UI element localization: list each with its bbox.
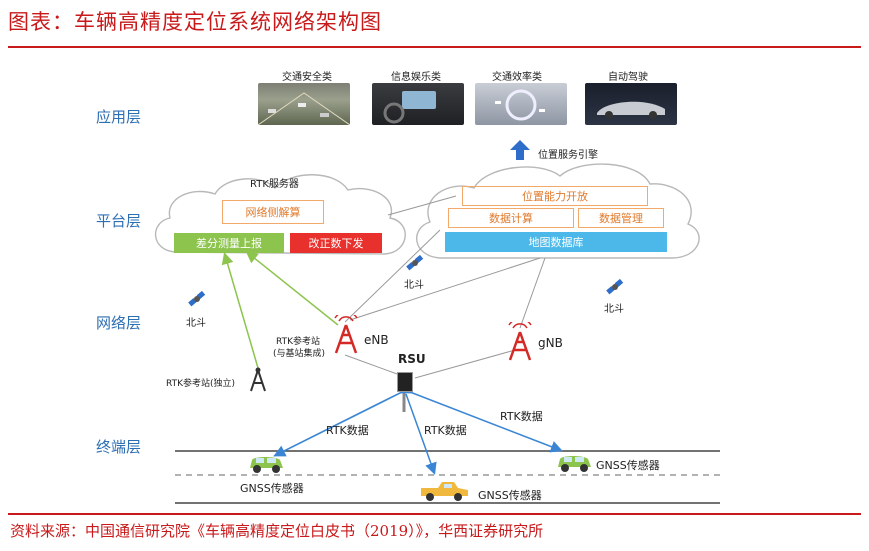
rtk-data-label-right: RTK数据 [500, 410, 543, 423]
traffic-safety-photo [258, 83, 350, 125]
app-label-autonomous-driving: 自动驾驶 [608, 72, 648, 83]
rtk-standalone-tower-icon [250, 367, 266, 392]
gnb-label: gNB [538, 336, 563, 350]
app-label-traffic-safety: 交通安全类 [282, 72, 332, 83]
pickup-truck-icon [421, 482, 468, 501]
figure-title: 图表：车辆高精度定位系统网络架构图 [8, 10, 382, 34]
autonomous-driving-photo [585, 83, 677, 125]
footer-rule [8, 513, 861, 515]
map-database-box: 地图数据库 [445, 232, 667, 252]
satellite-icon [406, 254, 424, 271]
beidou-label-mid: 北斗 [404, 280, 424, 291]
app-label-traffic-efficiency: 交通效率类 [492, 72, 542, 83]
gnb-tower-icon [508, 322, 532, 361]
infotainment-photo [372, 83, 464, 125]
gnss-label-left: GNSS传感器 [240, 482, 304, 495]
title-rule [8, 46, 861, 48]
layer-label-terminal: 终端层 [96, 438, 142, 456]
gnss-label-right: GNSS传感器 [596, 459, 660, 472]
source-note: 资料来源：中国通信研究院《车辆高精度定位白皮书（2019）》，华西证券研究所 [10, 522, 544, 540]
gnss-label-mid: GNSS传感器 [478, 489, 542, 502]
beidou-label-right: 北斗 [604, 304, 624, 315]
layer-label-app: 应用层 [96, 108, 142, 126]
rtk-ref-integrated-note: (与基站集成) [273, 349, 326, 359]
capability-open-box: 位置能力开放 [462, 186, 648, 206]
beidou-label-left: 北斗 [186, 318, 206, 329]
satellite-icon [188, 290, 206, 307]
satellite-icon [606, 278, 624, 295]
rtk-data-label-left: RTK数据 [326, 424, 369, 437]
traffic-efficiency-photo [475, 83, 567, 125]
network-calc-box: 网络侧解算 [222, 200, 324, 224]
rtk-ref-integrated-label: RTK参考站 [276, 337, 320, 347]
rsu-label: RSU [398, 352, 426, 366]
rsu-device-icon [397, 372, 413, 392]
rtk-server-label: RTK服务器 [250, 179, 299, 190]
diff-upload-box: 差分测量上报 [174, 233, 284, 253]
layer-label-platform: 平台层 [96, 212, 142, 230]
app-label-infotainment: 信息娱乐类 [391, 72, 441, 83]
enb-tower-icon [334, 315, 358, 354]
car-icon [250, 457, 283, 473]
data-compute-box: 数据计算 [448, 208, 574, 228]
correction-download-box: 改正数下发 [290, 233, 382, 253]
layer-label-network: 网络层 [96, 314, 142, 332]
enb-label: eNB [364, 333, 389, 347]
car-icon [558, 456, 591, 472]
position-engine-label: 位置服务引擎 [538, 150, 598, 161]
rtk-ref-standalone-label: RTK参考站(独立) [166, 379, 236, 389]
rtk-data-label-mid: RTK数据 [424, 424, 467, 437]
data-manage-box: 数据管理 [578, 208, 664, 228]
